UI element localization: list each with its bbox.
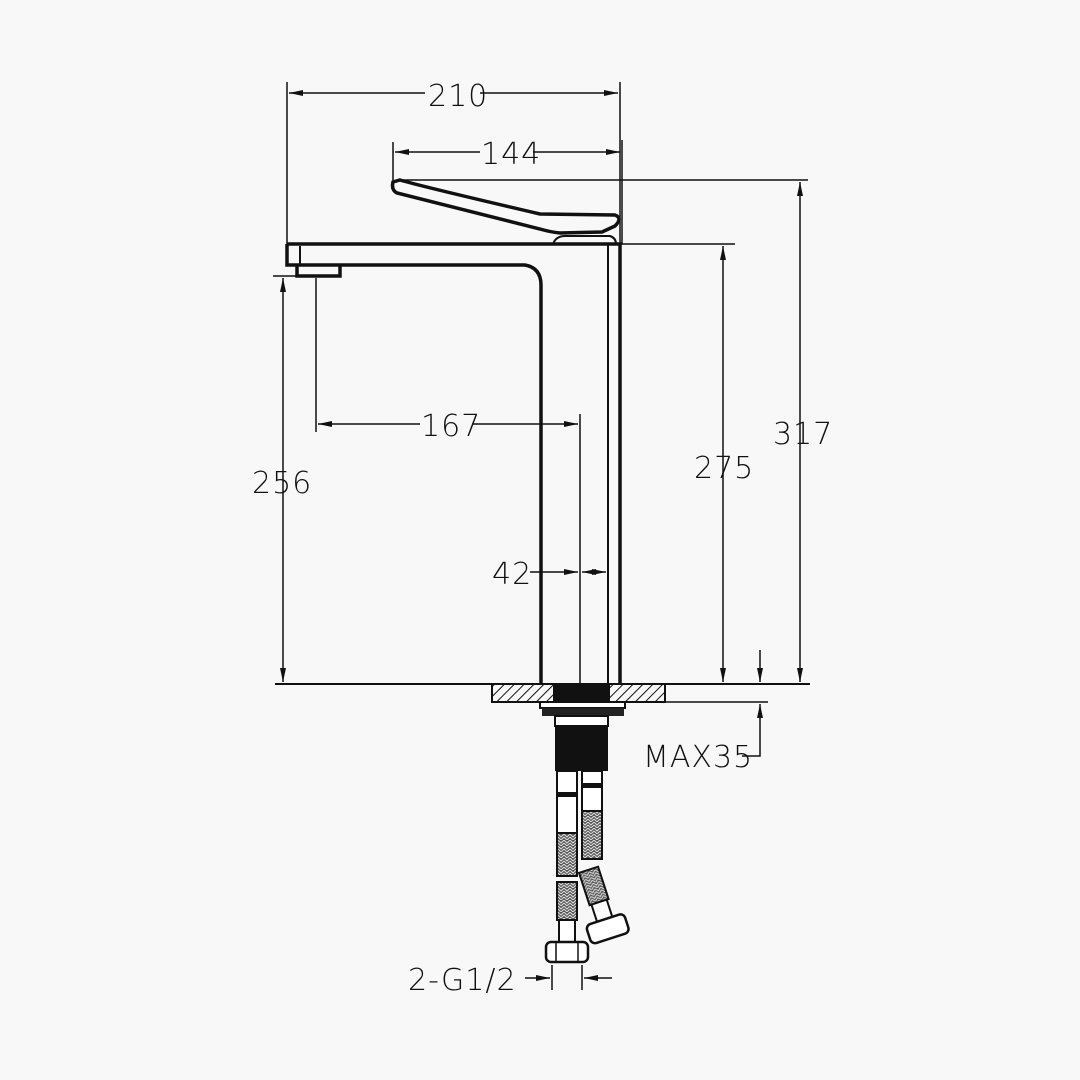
- dimension-g12: 2-G1/2: [408, 963, 612, 998]
- dimension-label-275: 275: [694, 451, 754, 486]
- faucet-body: [285, 242, 622, 684]
- dimension-max35: MAX35: [625, 650, 768, 775]
- dimension-42: 42: [492, 557, 606, 592]
- dimension-317: 317: [400, 179, 833, 682]
- dimension-167: 167: [315, 278, 581, 684]
- dimension-256: 256: [252, 275, 312, 682]
- supply-hose-right: [577, 770, 630, 945]
- counter-plate: [275, 683, 810, 716]
- dimension-label-max35: MAX35: [643, 740, 753, 775]
- supply-hose-left: [544, 770, 590, 964]
- dimension-label-connection: 2-G1/2: [408, 963, 517, 998]
- dimension-label-256: 256: [252, 466, 312, 501]
- faucet-handle: [390, 178, 621, 245]
- dimension-144: 144: [392, 137, 623, 244]
- dimension-label-210: 210: [428, 79, 488, 114]
- dimension-275: 275: [620, 243, 754, 682]
- dimension-label-144: 144: [481, 137, 541, 172]
- dimension-label-42: 42: [492, 557, 532, 592]
- dimension-label-317: 317: [773, 417, 833, 452]
- dimension-210: 210: [286, 79, 621, 244]
- mounting-shank: [554, 715, 609, 771]
- dimension-label-167: 167: [421, 409, 481, 444]
